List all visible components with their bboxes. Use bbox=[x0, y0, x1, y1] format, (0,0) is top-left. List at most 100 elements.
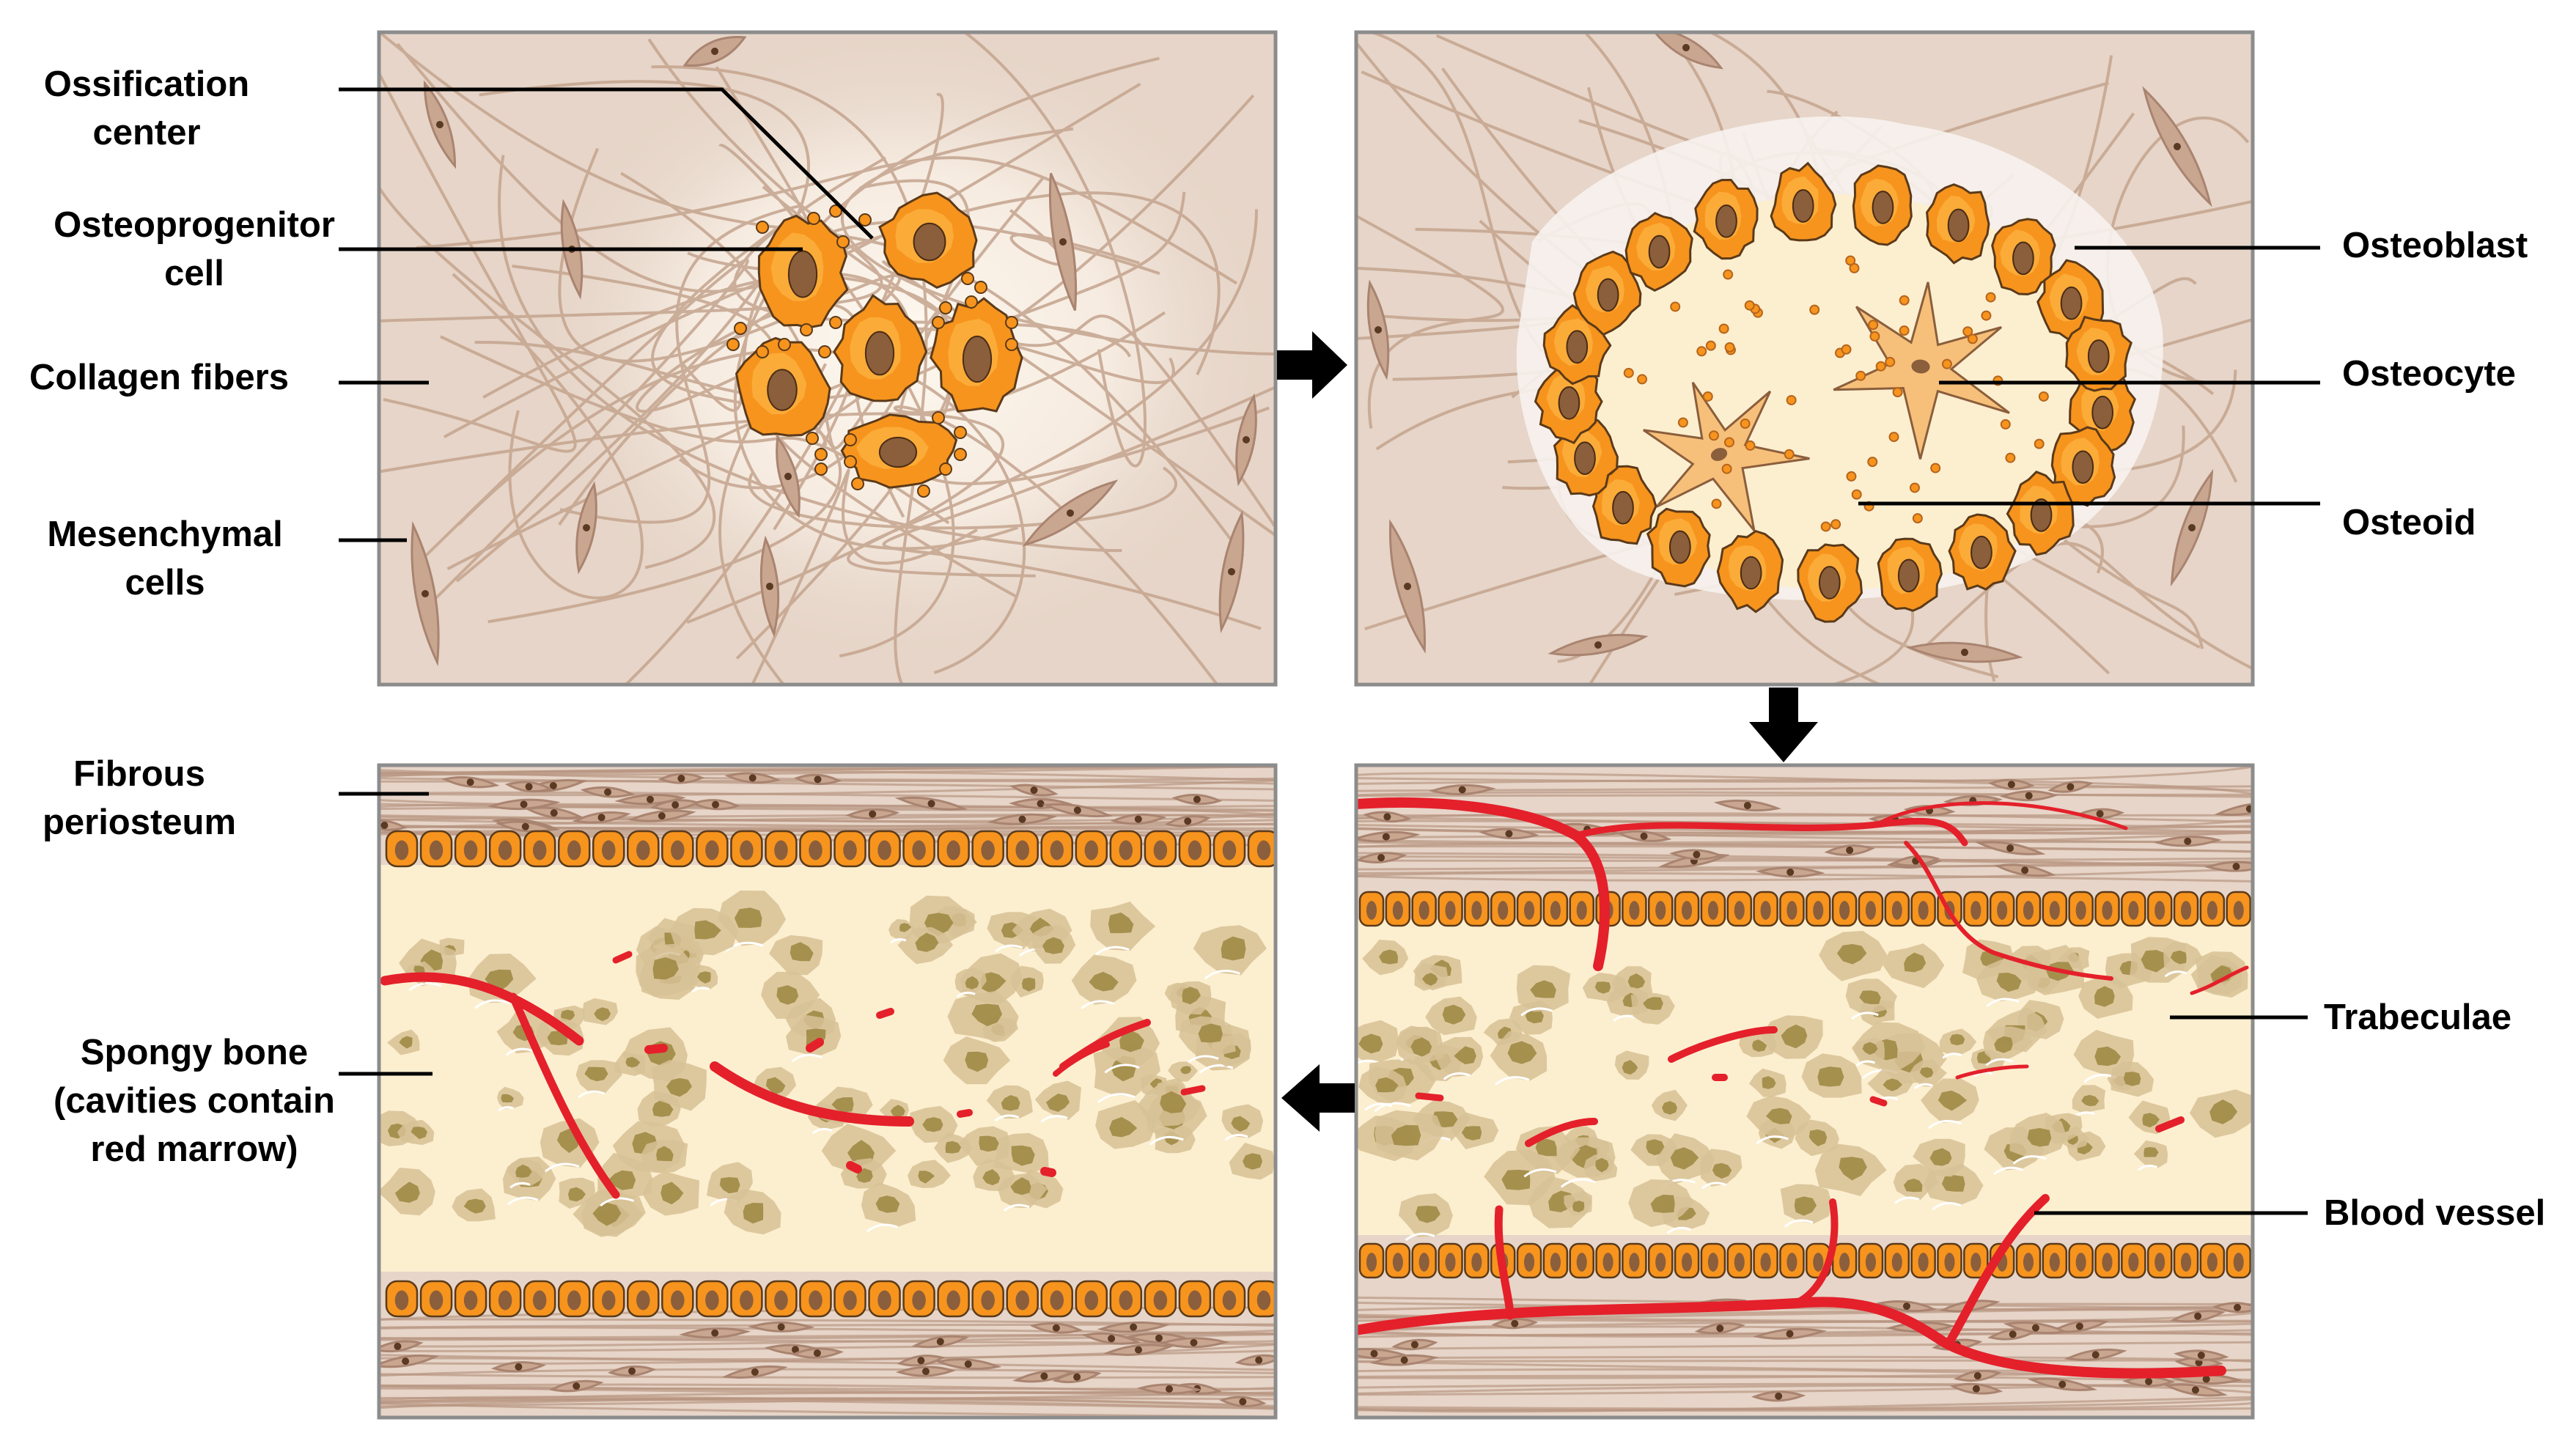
cell-nucleus bbox=[636, 841, 649, 860]
granule bbox=[1726, 343, 1734, 352]
osteoblast bbox=[1465, 1244, 1488, 1278]
cell-nucleus bbox=[1613, 492, 1633, 524]
osteoblast bbox=[869, 1281, 900, 1316]
cell-nucleus bbox=[1085, 841, 1098, 860]
marrow-core bbox=[1942, 1175, 1965, 1191]
granule bbox=[837, 236, 849, 248]
cell-nucleus bbox=[2023, 901, 2034, 920]
cell-nucleus bbox=[1892, 901, 1902, 920]
osteoblast bbox=[1649, 892, 1672, 926]
cell-nucleus bbox=[789, 251, 817, 298]
granule bbox=[1712, 499, 1721, 508]
osteoblast bbox=[662, 831, 693, 866]
osteoblast bbox=[1833, 1244, 1856, 1278]
granule bbox=[757, 221, 768, 233]
cell-nucleus bbox=[1524, 901, 1534, 920]
cell-nucleus bbox=[2076, 1253, 2086, 1272]
osteoblast bbox=[421, 1281, 452, 1316]
cell-nucleus bbox=[533, 841, 546, 860]
osteoblast bbox=[490, 831, 520, 866]
osteoblast bbox=[835, 1281, 866, 1316]
cell-nucleus bbox=[1366, 1253, 1377, 1272]
osteoblast bbox=[2096, 1244, 2119, 1278]
osteoblast bbox=[524, 831, 555, 866]
osteoblast bbox=[1859, 892, 1883, 926]
osteoblast bbox=[2069, 892, 2093, 926]
granule bbox=[1900, 296, 1909, 305]
cell-nucleus bbox=[1655, 901, 1666, 920]
granule bbox=[1831, 520, 1840, 528]
cell-nucleus bbox=[1154, 1291, 1167, 1311]
granule bbox=[1822, 522, 1830, 531]
osteoblast bbox=[938, 831, 969, 866]
cell-nucleus bbox=[1188, 1291, 1201, 1311]
panel-spongy-bone bbox=[364, 763, 1290, 1418]
granule bbox=[1894, 388, 1902, 397]
osteoblast bbox=[421, 831, 452, 866]
osteoblast bbox=[1465, 892, 1488, 926]
cell-nucleus bbox=[1655, 1253, 1666, 1272]
granule bbox=[1679, 418, 1688, 427]
granule bbox=[975, 281, 987, 293]
cell-nucleus bbox=[1577, 1253, 1587, 1272]
granule bbox=[1723, 465, 1732, 473]
osteoblast bbox=[593, 831, 624, 866]
cell-nucleus bbox=[1015, 841, 1028, 860]
cell-nucleus bbox=[1734, 901, 1745, 920]
cell-nucleus bbox=[1734, 1253, 1745, 1272]
cell-nucleus bbox=[1498, 901, 1508, 920]
osteoblast bbox=[1439, 1244, 1462, 1278]
osteoblast bbox=[1859, 1244, 1883, 1278]
osteoblast bbox=[1570, 1244, 1594, 1278]
granule bbox=[954, 449, 966, 460]
cell-nucleus bbox=[880, 438, 916, 467]
osteoblast bbox=[386, 831, 417, 866]
granule bbox=[1785, 450, 1794, 459]
osteoblast bbox=[1413, 892, 1436, 926]
osteoblast bbox=[1728, 892, 1751, 926]
osteoblast bbox=[765, 831, 796, 866]
granule bbox=[1745, 301, 1754, 310]
granule bbox=[940, 463, 952, 475]
cell-nucleus bbox=[1944, 1253, 1954, 1272]
granule bbox=[1852, 490, 1861, 499]
osteoblast bbox=[1728, 1244, 1751, 1278]
cell-nucleus bbox=[430, 841, 443, 860]
cell-nucleus bbox=[912, 841, 925, 860]
osteoblast bbox=[1622, 892, 1646, 926]
granule bbox=[844, 456, 856, 468]
cell-nucleus bbox=[567, 1291, 581, 1311]
osteoblast bbox=[973, 831, 1004, 866]
granule bbox=[1006, 317, 1017, 328]
blood-vessel bbox=[649, 1048, 663, 1050]
cell-nucleus bbox=[2128, 901, 2138, 920]
granule bbox=[1869, 320, 1877, 329]
osteoblast bbox=[1885, 1244, 1909, 1278]
cell-nucleus bbox=[2181, 1253, 2191, 1272]
cell-nucleus bbox=[1761, 901, 1771, 920]
cell-nucleus bbox=[1471, 901, 1482, 920]
blood-vessel bbox=[850, 1165, 858, 1169]
granule bbox=[801, 324, 812, 336]
arrow-left-icon bbox=[1281, 1064, 1355, 1132]
cell-nucleus bbox=[533, 1291, 546, 1311]
osteoblast bbox=[1111, 831, 1141, 866]
osteoblast bbox=[1570, 892, 1594, 926]
granule bbox=[1697, 347, 1706, 355]
cell-nucleus bbox=[1154, 841, 1167, 860]
granule bbox=[1943, 360, 1951, 369]
osteoblast bbox=[1701, 1244, 1725, 1278]
blood-vessel bbox=[1045, 1171, 1052, 1173]
cell-nucleus bbox=[2154, 901, 2165, 920]
cell-nucleus bbox=[1471, 1253, 1482, 1272]
granule bbox=[1847, 472, 1855, 481]
osteoblast bbox=[1360, 1244, 1383, 1278]
cell-nucleus bbox=[774, 841, 787, 860]
osteoblast bbox=[1386, 1244, 1410, 1278]
cell-nucleus bbox=[1393, 1253, 1403, 1272]
cell-nucleus bbox=[1670, 531, 1690, 564]
cell-nucleus bbox=[464, 1291, 477, 1311]
blood-vessel bbox=[1418, 1096, 1440, 1098]
granule bbox=[954, 427, 966, 438]
